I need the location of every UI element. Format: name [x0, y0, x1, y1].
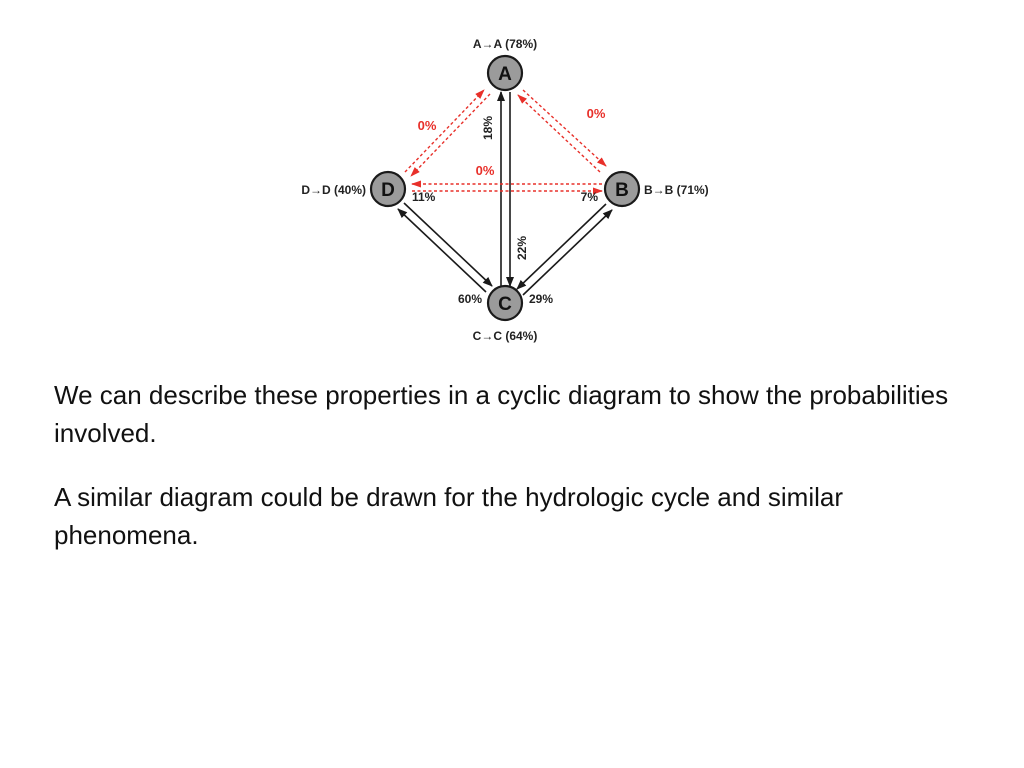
- self-label-c: C→C (64%): [473, 329, 538, 343]
- edge-b-to-c: [516, 203, 607, 290]
- node-a-letter: A: [498, 64, 512, 85]
- edge-a-to-d: [410, 93, 491, 177]
- edge-c-to-b: [522, 209, 613, 296]
- edge-d-to-a: [404, 89, 485, 173]
- edge-label-a-to-c: 22%: [515, 236, 529, 260]
- edge-label-d-to-c: 60%: [458, 292, 482, 306]
- node-d-letter: D: [381, 180, 395, 201]
- markov-cycle-diagram: A D B C A→A (78%) D→D (40%) B→B (71%) C→…: [301, 37, 709, 343]
- node-b: B: [603, 170, 641, 208]
- edge-a-to-b: [522, 89, 607, 167]
- self-label-d: D→D (40%): [301, 183, 366, 197]
- edge-label-c-to-a: 18%: [481, 116, 495, 140]
- node-a: A: [486, 54, 524, 92]
- edge-label-a-b: 0%: [587, 106, 606, 121]
- edge-label-c-to-b: 7%: [581, 190, 599, 204]
- description-paragraph: We can describe these properties in a cy…: [54, 380, 949, 448]
- edge-label-d-b: 0%: [476, 163, 495, 178]
- edge-c-to-d: [397, 208, 487, 293]
- edge-label-c-to-d: 11%: [412, 190, 436, 204]
- edge-b-to-a: [517, 94, 601, 173]
- edge-label-b-to-c: 29%: [529, 292, 553, 306]
- self-label-b: B→B (71%): [644, 183, 709, 197]
- node-c: C: [486, 284, 524, 322]
- edge-label-a-d: 0%: [418, 118, 437, 133]
- hydrologic-note-paragraph: A similar diagram could be drawn for the…: [54, 482, 844, 550]
- node-d: D: [369, 170, 407, 208]
- edge-d-to-c: [403, 202, 493, 287]
- node-b-letter: B: [615, 180, 629, 201]
- self-label-a: A→A (78%): [473, 37, 537, 51]
- node-c-letter: C: [498, 294, 512, 315]
